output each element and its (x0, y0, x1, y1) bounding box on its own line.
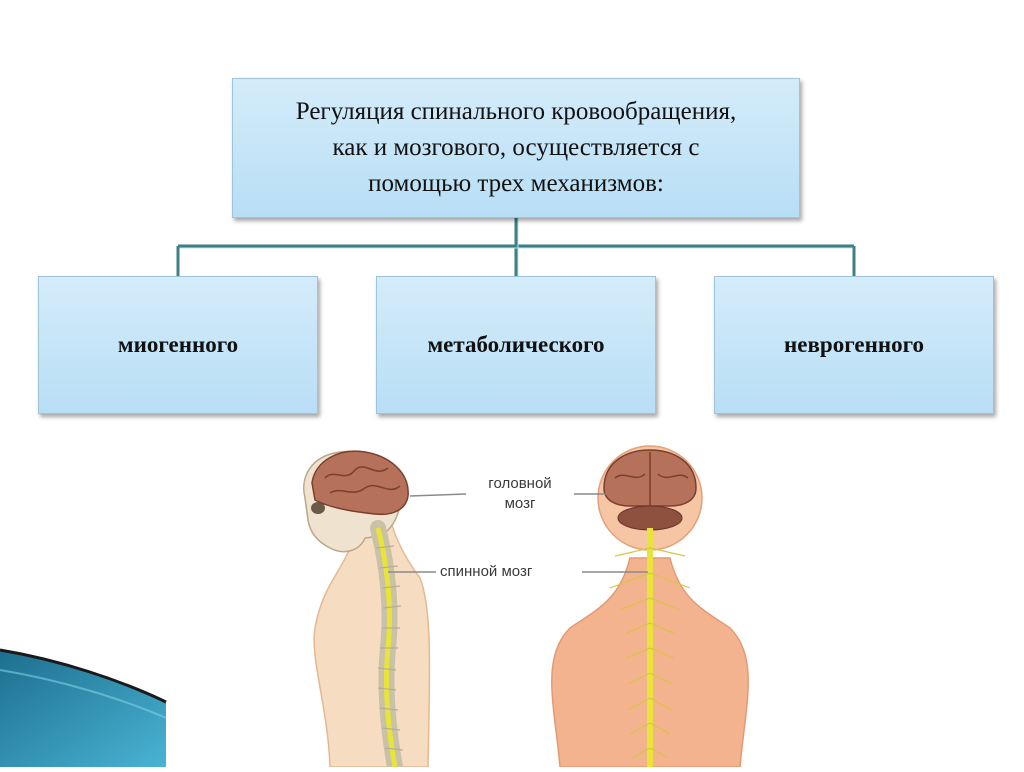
side-body-silhouette (313, 517, 431, 768)
anatomy-drawing (303, 445, 749, 772)
label-spinal-cord: спинной мозг (436, 562, 537, 582)
mechanism-label: неврогенного (784, 332, 924, 357)
mechanism-label: метаболического (427, 332, 605, 357)
label-brain: головной мозг (466, 474, 574, 514)
label-brain-line-2: мозг (504, 495, 536, 512)
title-line-3: помощью трех механизмов: (368, 170, 664, 197)
mechanism-label: миогенного (117, 332, 239, 357)
title-line-2: как и мозгового, осуществляется с (332, 134, 700, 161)
title-box: Регуляция спинального кровообращения, ка… (232, 78, 800, 218)
anatomy-illustration: головной мозг спинной мозг (270, 438, 790, 772)
brain-side-icon (311, 450, 409, 516)
mechanism-box-neurogenic: неврогенного (714, 276, 994, 414)
corner-decoration (0, 648, 167, 767)
mechanism-box-myogenic: миогенного (38, 276, 318, 414)
leader-line-brain-left (409, 493, 467, 497)
title-line-1: Регуляция спинального кровообращения, (295, 98, 737, 125)
label-brain-line-1: головной (488, 475, 552, 492)
tree-connector (176, 218, 856, 276)
mechanism-box-metabolic: метаболического (376, 276, 656, 414)
